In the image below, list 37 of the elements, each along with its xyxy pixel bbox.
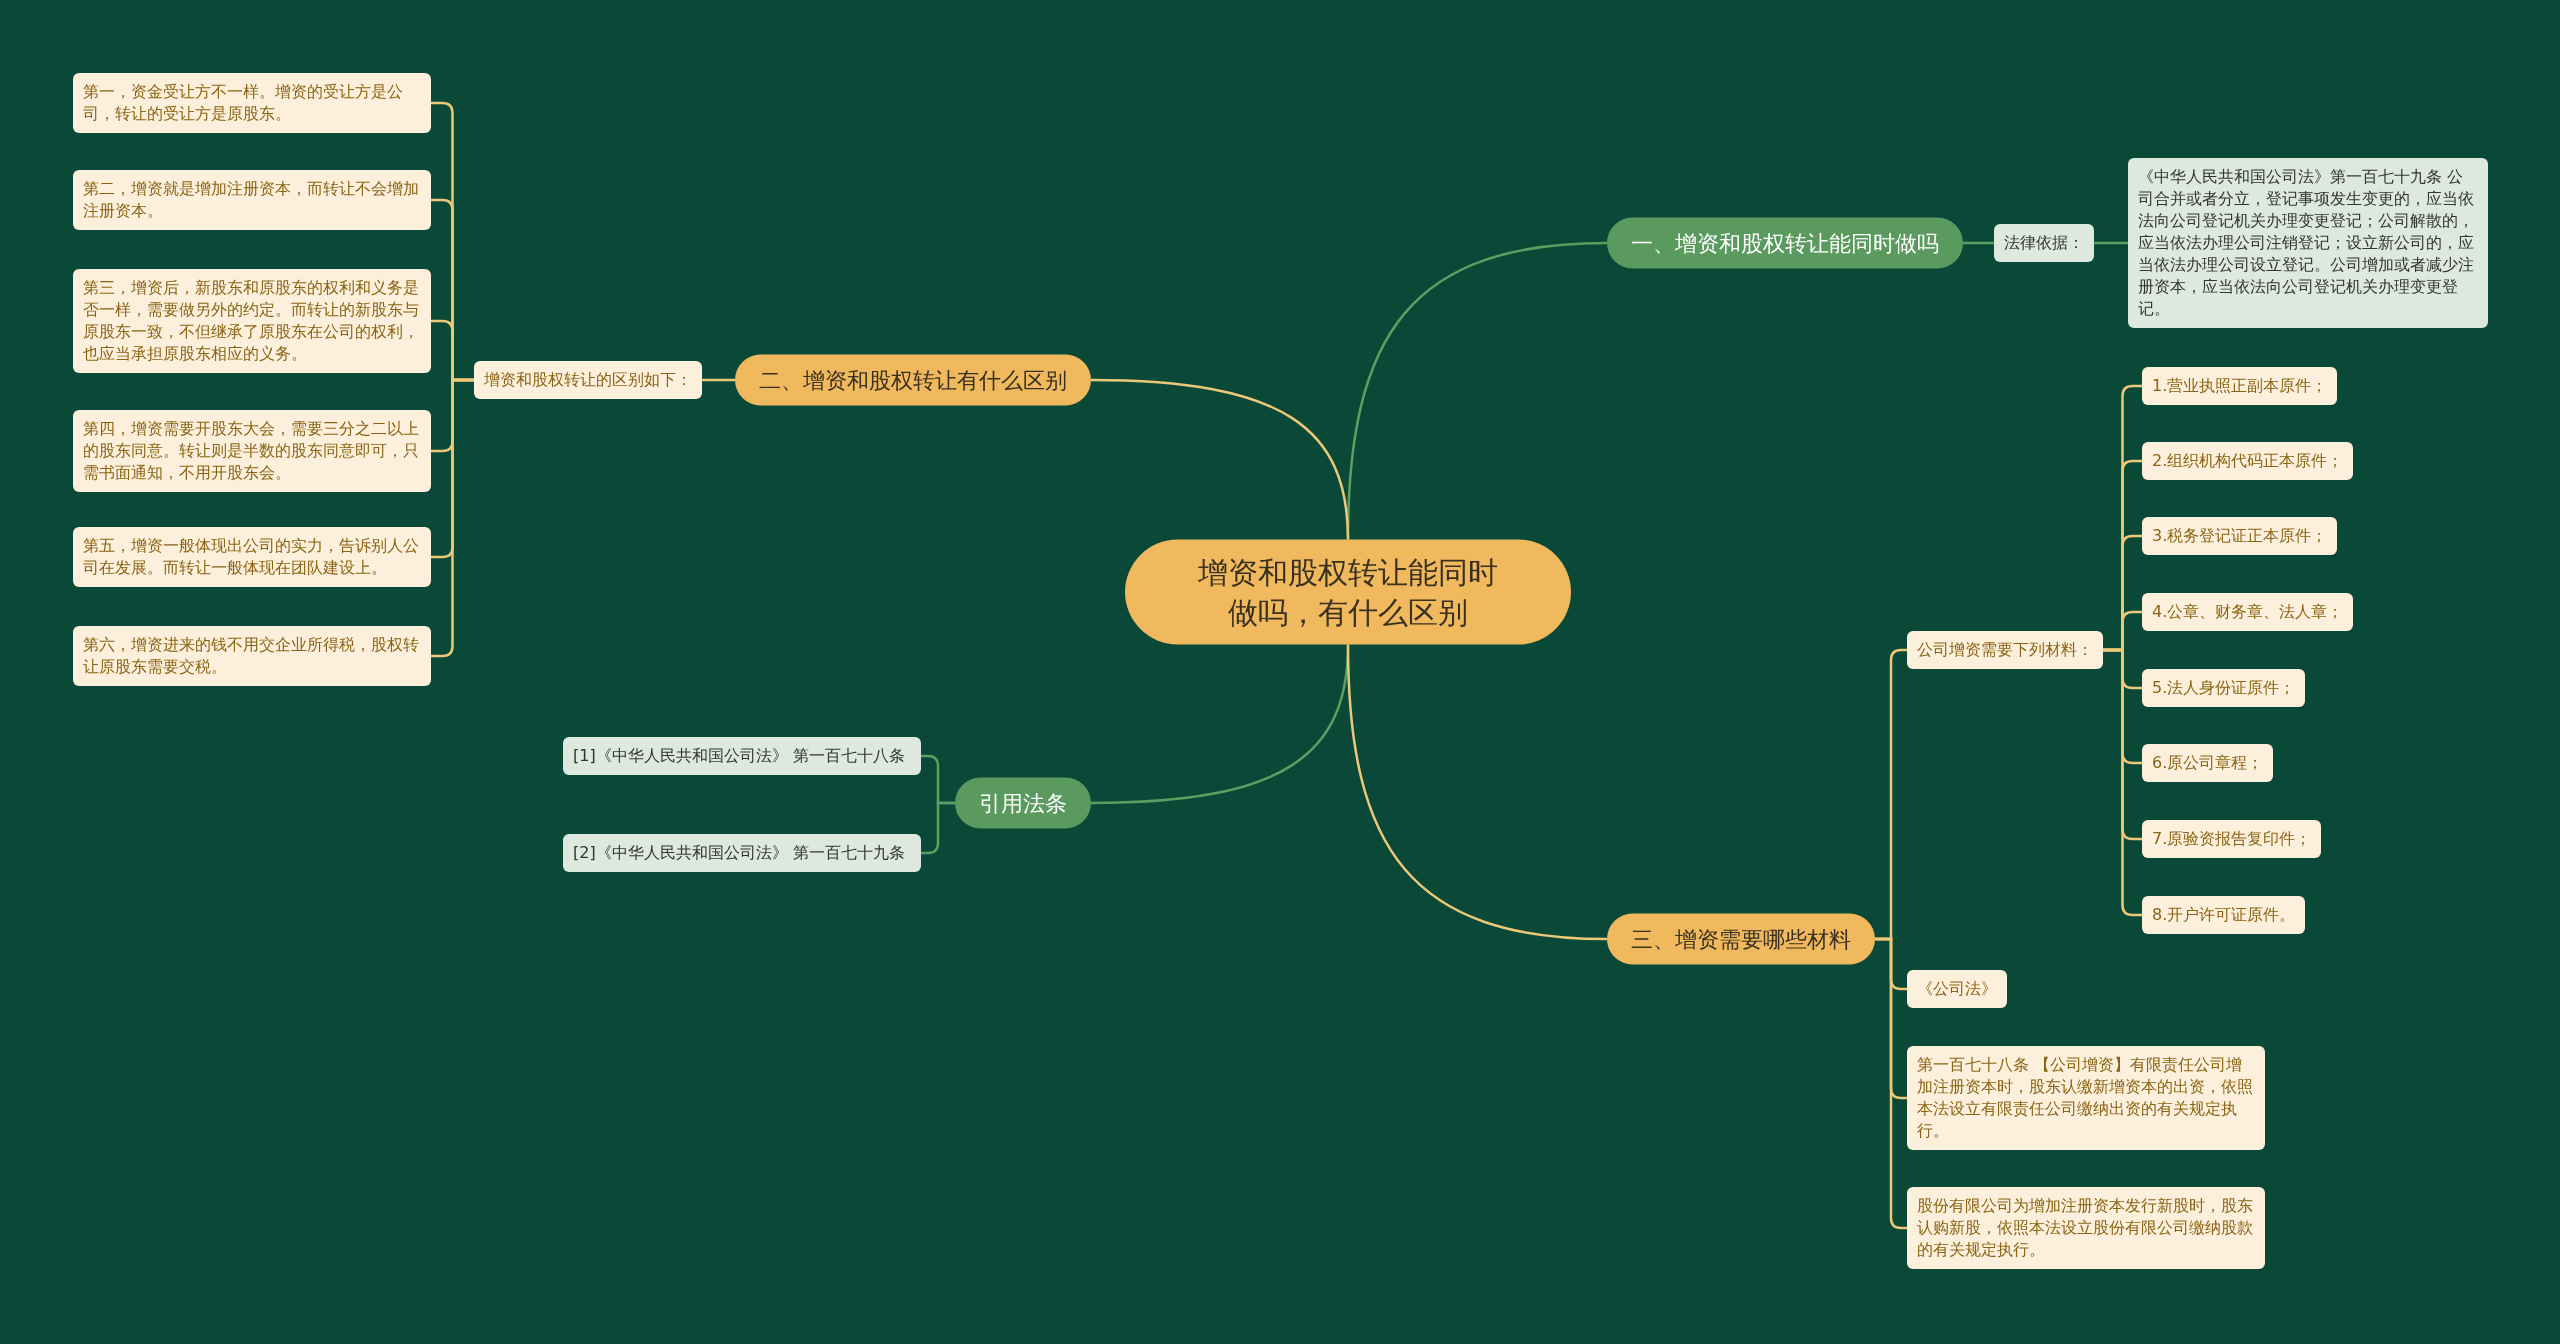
connector-line: [1346, 644, 1608, 941]
subtopic-box: 2.组织机构代码正本原件；: [2142, 442, 2354, 480]
connector-line: [1963, 241, 1994, 245]
subtopic-box: 3.税务登记证正本原件；: [2142, 517, 2338, 555]
subtopic-box: 股份有限公司为增加注册资本发行新股时，股东认购新股，依照本法设立股份有限公司缴纳股款的有关规定执行。: [1907, 1187, 2265, 1269]
subtopic-box: 第六，增资进来的钱不用交企业所得税，股权转让原股东需要交税。: [73, 626, 431, 686]
subtopic-box: 7.原验资报告复印件；: [2142, 820, 2322, 858]
subtopic-box: 《中华人民共和国公司法》第一百七十九条 公司合并或者分立，登记事项发生变更的，应当依法向公司登记机关办理变更登记；公司解散的，应当依法办理公司注销登记；设立新公司的，应当依法办理公司设立登记。公司增加或者减少注册资本，应当依法向公司登记机关办理变更登记。: [2128, 158, 2488, 328]
subtopic-box: 增资和股权转让的区别如下：: [474, 361, 702, 399]
connector-line: [2094, 241, 2128, 245]
subtopic-box: 第一百七十八条 【公司增资】有限责任公司增加注册资本时，股东认缴新增资本的出资，依照本法设立有限责任公司缴纳出资的有关规定执行。: [1907, 1046, 2265, 1150]
subtopic-box: 8.开户许可证原件。: [2142, 896, 2306, 934]
connector-line: [702, 378, 735, 382]
connector-line: [921, 801, 955, 855]
connector-line: [431, 378, 474, 658]
subtopic-box: 6.原公司章程；: [2142, 744, 2274, 782]
subtopic-box: [2]《中华人民共和国公司法》 第一百七十九条: [563, 834, 921, 872]
branch-topic: 三、增资需要哪些材料: [1607, 913, 1875, 965]
subtopic-box: 第四，增资需要开股东大会，需要三分之二以上的股东同意。转让则是半数的股东同意即可，只需书面通知，不用开股东会。: [73, 410, 431, 492]
connector-line: [2103, 648, 2142, 917]
branch-topic: 二、增资和股权转让有什么区别: [735, 354, 1091, 406]
connector-line: [1875, 937, 1907, 1230]
subtopic-box: 4.公章、财务章、法人章；: [2142, 593, 2354, 631]
subtopic-box: 第二，增资就是增加注册资本，而转让不会增加注册资本。: [73, 170, 431, 230]
subtopic-box: 第三，增资后，新股东和原股东的权利和义务是否一样，需要做另外的约定。而转让的新股东与原股东一致，不但继承了原股东在公司的权利，也应当承担原股东相应的义务。: [73, 269, 431, 373]
subtopic-box: 第一，资金受让方不一样。增资的受让方是公司，转让的受让方是原股东。: [73, 73, 431, 133]
subtopic-box: 1.营业执照正副本原件；: [2142, 367, 2338, 405]
connector-line: [1090, 378, 1350, 540]
branch-topic: 引用法条: [955, 777, 1091, 829]
subtopic-box: 5.法人身份证原件；: [2142, 669, 2306, 707]
central-topic: 增资和股权转让能同时做吗，有什么区别: [1125, 539, 1571, 645]
subtopic-box: 第五，增资一般体现出公司的实力，告诉别人公司在发展。而转让一般体现在团队建设上。: [73, 527, 431, 587]
branch-topic: 一、增资和股权转让能同时做吗: [1607, 217, 1963, 269]
subtopic-box: 公司增资需要下列材料：: [1907, 631, 2103, 669]
subtopic-box: 《公司法》: [1907, 970, 2007, 1008]
subtopic-box: [1]《中华人民共和国公司法》 第一百七十八条: [563, 737, 921, 775]
subtopic-box: 法律依据：: [1994, 224, 2094, 262]
